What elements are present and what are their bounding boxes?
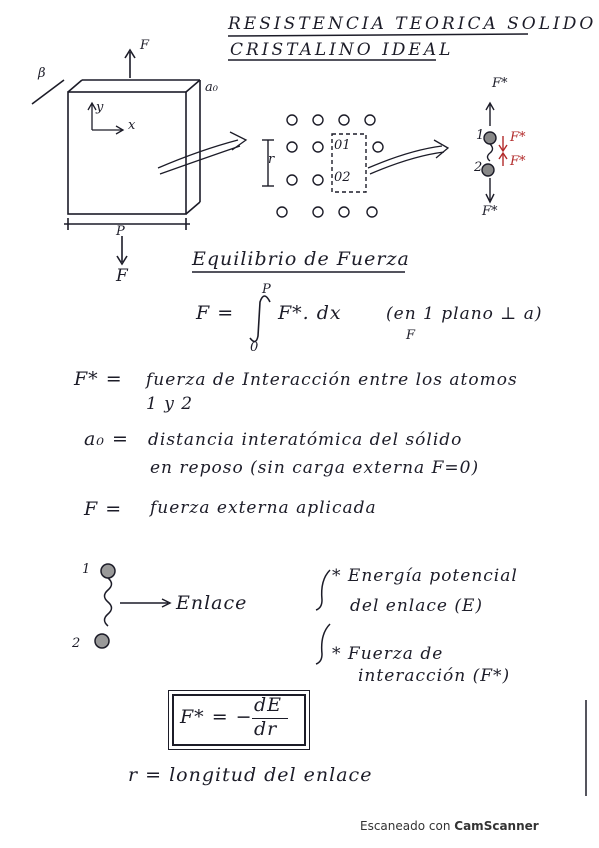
label-fstar-bottom: F* [482,204,498,219]
bond-item-2-line-1: * Fuerza de [332,644,444,664]
integral-sign [249,295,271,343]
label-axis-y: y [96,100,104,115]
solid-block-drawing [31,79,201,230]
def-a0-text-2: en reposo (sin carga externa F=0) [150,458,480,478]
label-atom-num-2: 2 [474,160,483,175]
def-f-text: fuerza externa aplicada [150,498,377,518]
boxed-formula: F* = − dE dr [168,690,310,750]
label-a0: a₀ [205,80,218,95]
label-atom-1: 01 [334,138,351,153]
bond-label: Enlace [176,592,248,614]
bond-num-1: 1 [82,562,91,577]
equation-note: (en 1 plano ⊥ a) [386,304,543,324]
label-fstar-top: F* [492,76,508,91]
label-atom-2: 02 [334,170,351,185]
bond-item-1-line-1: * Energía potencial [332,566,518,586]
equilibrium-heading: Equilibrio de Fuerza [192,248,410,270]
formula-denominator: dr [254,718,278,740]
scanner-footer: Escaneado con CamScanner [360,819,539,833]
equation-note-denominator: F [406,328,416,343]
title-line-2: CRISTALINO IDEAL [230,40,454,60]
bond-item-2-line-2: interacción (F*) [358,666,511,686]
label-atom-num-1: 1 [476,128,485,143]
integrand: F*. dx [278,302,342,324]
def-fstar-text: fuerza de Interacción entre los atomos [146,370,518,390]
equation-lhs: F = [196,302,235,324]
footer-brand: CamScanner [454,819,539,833]
footer-prefix: Escaneado con [360,819,451,833]
atom-pair-drawing [481,101,508,204]
label-red-fstar-2: F* [510,154,526,169]
force-arrows [116,48,136,266]
label-red-fstar-1: F* [510,130,526,145]
title-line-1: RESISTENCIA TEORICA SOLIDO [228,14,597,34]
lattice-grid [262,114,384,218]
label-beta: β [38,66,46,81]
zoom-arrow [157,131,248,175]
integral-lower-limit: 0 [250,340,259,355]
label-axis-x: x [128,118,136,133]
label-force-top: F [140,38,150,53]
bond-item-1-line-2: del enlace (E) [350,596,484,616]
label-p: P [116,224,125,239]
label-force-bottom: F [116,266,129,286]
def-fstar-text-2: 1 y 2 [146,394,194,414]
integral-upper-limit: P [262,282,271,297]
def-a0-text: distancia interatómica del sólido [148,430,463,450]
bond-num-2: 2 [72,636,81,651]
fraction-bar [252,718,288,719]
label-r: r [268,152,275,167]
def-a0-symbol: a₀ = [84,428,129,450]
def-fstar-symbol: F* = [74,368,123,390]
formula-numerator: dE [254,694,283,716]
r-definition: r = longitud del enlace [128,764,373,786]
bond-drawing [94,563,331,665]
def-f-symbol: F = [84,498,123,520]
formula-lhs: F* = − [180,706,253,728]
